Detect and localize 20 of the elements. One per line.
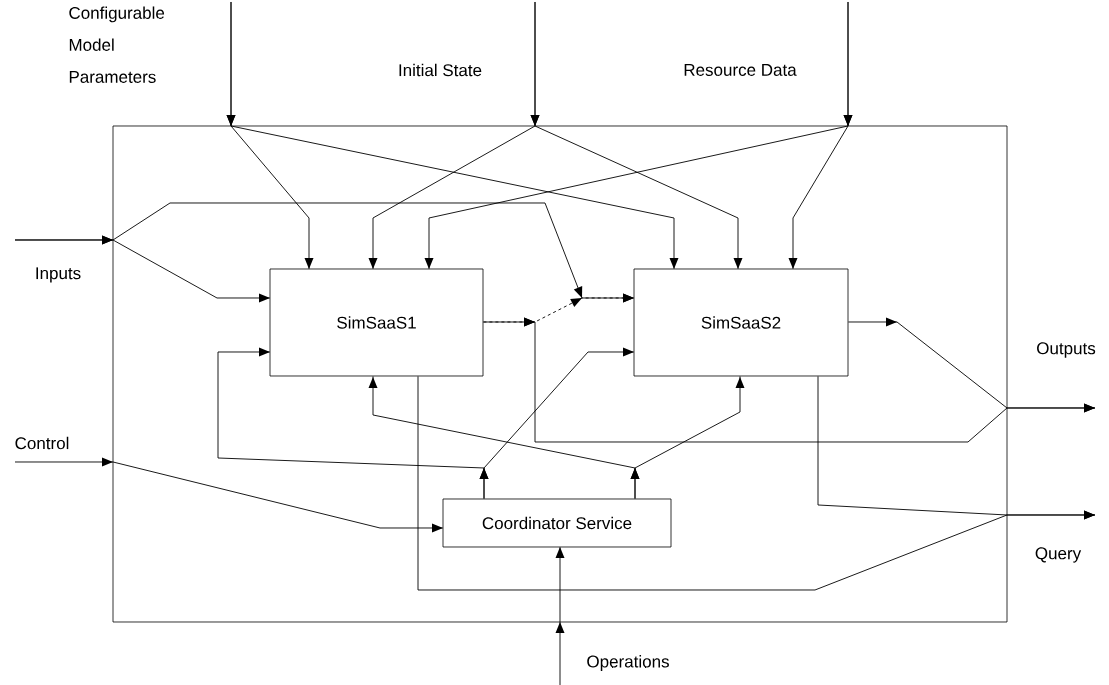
arrow [226,1,679,270]
input-label: Configurable Model Parameters [69,6,165,83]
arrow [817,375,1096,520]
flow-label: Query [1035,547,1082,563]
arrow [479,347,635,500]
process-box: SimSaaS1 [269,268,484,377]
flow-label: Control [15,436,69,450]
arrow [14,457,444,533]
process-box: SimSaaS2 [633,268,849,377]
arrow [788,1,853,270]
flow-label: Inputs [36,267,81,283]
arrow [847,317,1096,413]
flow-label: Operations [587,655,669,671]
process-box: Coordinator Service [442,498,672,548]
arrow [530,1,743,270]
arrow [555,546,565,685]
arrow [630,375,745,500]
flow-label: Outputs [1037,342,1096,358]
flow-label: Resource Data [684,64,797,76]
flow-label: Initial State [399,63,482,77]
